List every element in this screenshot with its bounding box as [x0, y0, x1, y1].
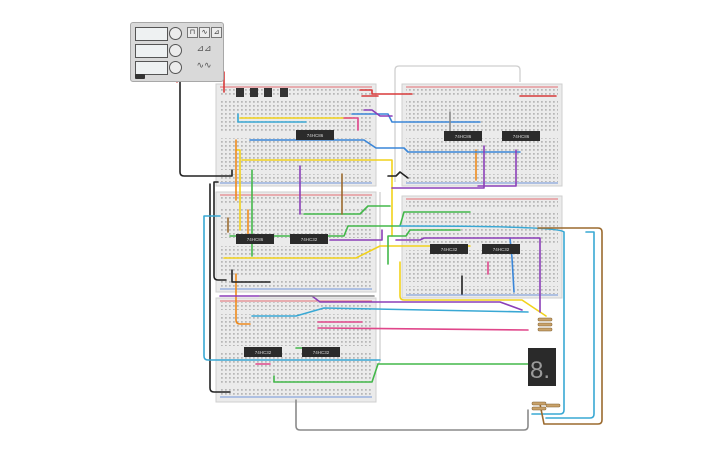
chip-label: 74HC32	[301, 237, 318, 242]
wire-black	[231, 269, 271, 283]
sine-wave-icon[interactable]: ⊿	[211, 27, 222, 38]
wire-purple	[391, 145, 485, 189]
chip-label: 74HC32	[313, 350, 330, 355]
wire-orange	[235, 273, 251, 325]
wire-red	[359, 89, 413, 95]
wire-green	[273, 363, 541, 383]
wire-black	[209, 183, 231, 393]
ic-chip[interactable]: 74HC86	[502, 131, 540, 141]
wire-yellow	[241, 159, 393, 237]
wire-black	[387, 171, 409, 179]
triangle-wave-icon[interactable]: ∿	[199, 27, 210, 38]
function-generator[interactable]: ⊓ ∿ ⊿ ⊿⊿ ∿∿	[130, 22, 224, 82]
seven-segment-display[interactable]: 8.	[528, 348, 556, 386]
wire-yellow	[235, 149, 241, 231]
resistor-array[interactable]	[531, 317, 561, 411]
wire-purple	[329, 229, 383, 241]
breadboard-5	[215, 297, 377, 403]
chip-label: 74HC86	[455, 134, 472, 139]
wire-blue	[351, 113, 481, 123]
ic-chip[interactable]: 74HC32	[482, 244, 520, 254]
wire-purple	[395, 237, 541, 313]
display-digit: 8.	[530, 357, 550, 384]
wire-purple	[363, 109, 393, 117]
wire-pink	[317, 327, 529, 331]
wire-gray	[295, 399, 529, 431]
ic-chip[interactable]: 74HC32	[430, 244, 468, 254]
wire-yellow	[223, 245, 471, 259]
chip-label: 74HC86	[513, 134, 530, 139]
wire-cyan	[237, 113, 307, 123]
ic-chip[interactable]: 74HC86	[444, 131, 482, 141]
device-logo	[135, 74, 145, 79]
ic-chip[interactable]: 74HC32	[302, 347, 340, 357]
wire-green	[303, 205, 391, 215]
chip-label: 74HC86	[247, 237, 264, 242]
frequency-display	[135, 27, 168, 41]
wire-purple	[477, 149, 517, 187]
ic-chip[interactable]: 74HC32	[244, 347, 282, 357]
square-wave-icon[interactable]: ⊓	[187, 27, 198, 38]
chip-label: 74HC32	[441, 247, 458, 252]
amplitude-display	[135, 44, 168, 58]
wire-black	[213, 181, 227, 281]
breadboard-1	[215, 83, 377, 187]
wire-blue	[203, 215, 381, 361]
wire-black	[179, 77, 233, 177]
wire-green	[387, 229, 461, 265]
offset-knob[interactable]	[169, 61, 182, 74]
wire-blue	[545, 231, 595, 419]
ic-chip[interactable]: 74HC32	[290, 234, 328, 244]
chip-label: 74HC32	[255, 350, 272, 355]
wire-pink	[343, 117, 359, 131]
breadboard-2	[401, 83, 563, 187]
wire-blue	[399, 225, 565, 415]
triangle-wave-preview-icon: ⊿⊿	[196, 43, 212, 53]
amplitude-knob[interactable]	[169, 44, 182, 57]
dip-switches[interactable]	[236, 88, 288, 97]
wire-blue	[249, 139, 521, 153]
wire-brown	[537, 227, 603, 425]
breadboard-4	[401, 195, 563, 299]
wire-yellow	[399, 261, 547, 317]
chip-label: 74HC86	[307, 133, 324, 138]
chip-label: 74HC32	[493, 247, 510, 252]
ic-chip[interactable]: 74HC86	[236, 234, 274, 244]
wire-cyan	[251, 307, 529, 317]
offset-display	[135, 61, 168, 75]
ic-chip[interactable]: 74HC86	[296, 130, 334, 140]
sine-wave-preview-icon: ∿∿	[196, 60, 212, 70]
frequency-knob[interactable]	[169, 27, 182, 40]
